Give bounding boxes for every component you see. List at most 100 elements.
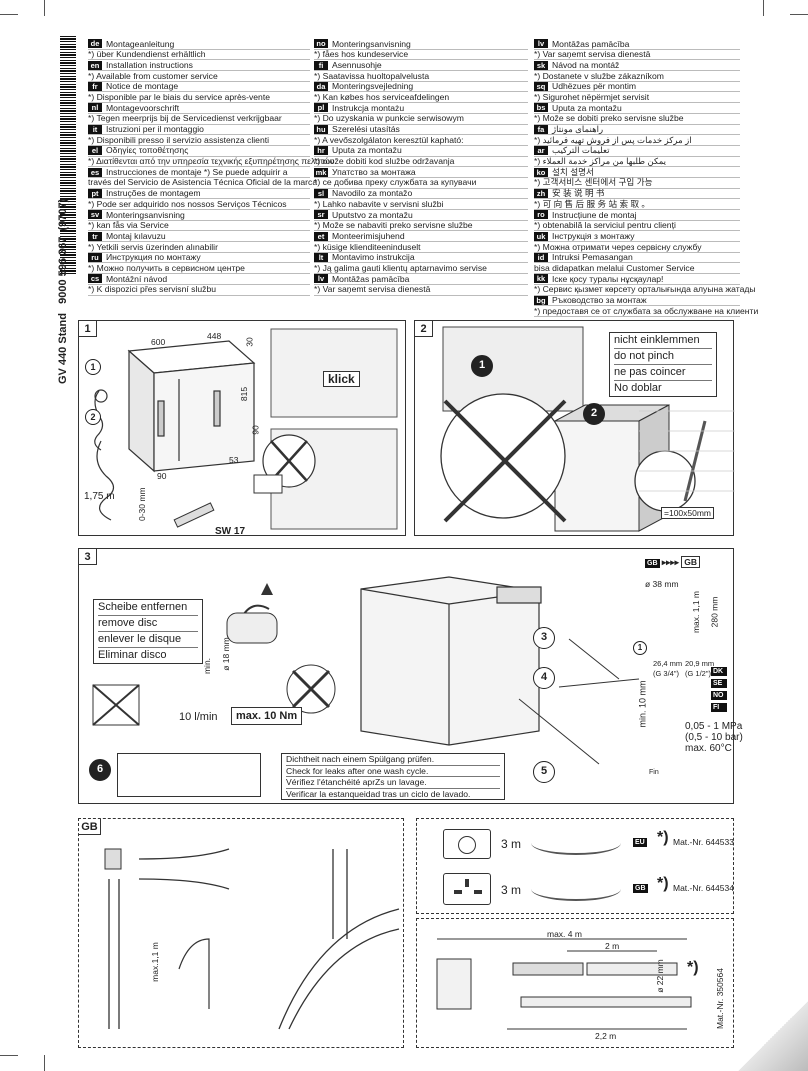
language-tag: ko — [534, 167, 548, 177]
disc-line: enlever le disque — [98, 632, 198, 648]
thread-1: 26,4 mm — [653, 659, 683, 668]
language-tag: kk — [534, 274, 548, 284]
availability-note: *) Available from customer service — [88, 71, 310, 82]
availability-note: *) može dobiti kod službe održavanja — [314, 156, 528, 168]
instruction-title: Asennusohje — [332, 59, 382, 70]
language-tag: sr — [314, 210, 328, 220]
pressure-bar: (0,5 - 10 bar) — [685, 732, 743, 743]
eu-flag: EU — [633, 838, 647, 847]
availability-note: *) Yetkili servis üzerinden alınabilir — [88, 242, 310, 253]
availability-note: *) Saatavissa huoltopalvelusta — [314, 71, 528, 82]
dim-top: 30 — [244, 337, 255, 347]
availability-note: *) Διατίθενται από την υπηρεσία τεχνικής… — [88, 156, 335, 168]
flag-no: NO — [711, 691, 727, 700]
figure-2-drawing — [440, 326, 735, 532]
language-tag: lv — [314, 274, 328, 284]
check-line: Check for leaks after one wash cycle. — [286, 766, 500, 777]
instruction-title: Navodilo za montažo — [332, 188, 413, 199]
instruction-title: 安 装 说 明 书 — [552, 188, 605, 199]
language-tag: fi — [314, 60, 328, 70]
disc-line: Scheibe entfernen — [98, 600, 198, 616]
instruction-title: Montagevoorschrift — [106, 102, 180, 113]
instruction-title: Упатство за монтажа — [332, 166, 416, 177]
availability-note: *) Može se nabaviti preko servisne služb… — [314, 220, 528, 232]
hose-diameter: ø 18 mm — [220, 637, 231, 671]
instruction-title: Uputstvo za montažu — [332, 209, 413, 220]
language-tag: ru — [88, 253, 102, 263]
availability-note: *) Može se dobiti preko servisne službe — [534, 113, 740, 125]
dim-depth: 448 — [207, 331, 222, 341]
crop-mark — [0, 14, 18, 15]
instruction-title: Οδηγίες τοποθέτησης — [106, 145, 189, 156]
language-title-row: mk Упатство за монтажа — [314, 167, 528, 178]
height-range: 0-30 mm — [137, 487, 147, 521]
availability-note: *) предоставя се от службата за обслужва… — [534, 305, 759, 317]
crop-mark — [44, 0, 45, 16]
gb-badge: GB ▸▸▸▸ GB — [645, 556, 701, 568]
instruction-title: Montāžas pamācība — [332, 273, 410, 284]
check-line: Vérifiez l'étanchéité aprZs un lavage. — [286, 777, 500, 789]
cable-length: 3 m — [501, 883, 522, 897]
drain-diameter: ø 38 mm — [645, 579, 679, 589]
min-label: min. — [202, 657, 213, 675]
check-line: Verificar la estanqueidad tras un ciclo … — [286, 788, 471, 799]
language-tag: mk — [314, 167, 328, 177]
language-tag: ro — [534, 210, 548, 220]
crop-mark — [763, 0, 764, 16]
dim-side: 90 — [250, 425, 261, 435]
instruction-title: Montageanleitung — [106, 38, 175, 49]
availability-note: *) 고객서비스 센터에서 구입 가능 — [534, 177, 740, 189]
instruction-title: Instrucțiune de montaj — [552, 209, 637, 220]
hose-coil-icon — [531, 831, 621, 855]
availability-note: *) Pode ser adquirido nos nossos Serviço… — [88, 199, 310, 210]
disc-line: Eliminar disco — [98, 649, 167, 661]
language-tag: sk — [534, 60, 548, 70]
language-tag: de — [88, 39, 102, 49]
document-code: GV 440 Stand 9000 596 367 (9707) — [57, 198, 69, 384]
material-number: Mat.-Nr. 644534 — [673, 883, 734, 893]
language-tag: da — [314, 82, 328, 92]
instruction-title: Ръководство за монтаж — [552, 295, 647, 305]
language-tag: uk — [534, 231, 548, 241]
language-tag: sv — [88, 210, 102, 220]
warning-line: nicht einklemmen — [614, 333, 712, 349]
language-tag: nl — [88, 103, 102, 113]
max-length: max. 4 m — [547, 929, 582, 939]
warning-line: No doblar — [614, 382, 662, 394]
figure-2-panel: 2 nicht einklemmen do not pinch ne pas c… — [414, 320, 735, 536]
instruction-title: Инструкция по монтажу — [106, 252, 201, 263]
klick-label: klick — [323, 371, 360, 387]
thread-g12: (G 1/2") — [685, 669, 712, 678]
drain-280: 280 mm — [709, 596, 720, 628]
language-tag: sq — [534, 82, 548, 92]
availability-note: *) يمكن طلبها من مراكز خدمة العملاء — [534, 156, 740, 168]
language-tag: es — [88, 167, 102, 177]
remove-disc-note: Scheibe entfernen remove disc enlever le… — [93, 599, 203, 664]
availability-note: *) Sigurohet nëpërmjet servisit — [534, 92, 740, 104]
availability-note: *) Lahko nabavite v servisni službi — [314, 199, 528, 210]
country-flags: DK SE NO FI — [711, 667, 727, 712]
crop-mark — [790, 14, 808, 15]
instruction-title: Monteringsanvisning — [106, 209, 185, 220]
warning-line: do not pinch — [614, 349, 712, 365]
availability-note: *) A vevőszolgálaton keresztül kapható: — [314, 135, 528, 146]
optional-marker: *) — [657, 829, 669, 846]
instruction-title: Návod na montáž — [552, 59, 620, 70]
eu-socket-icon — [443, 829, 491, 859]
availability-note: *) Kan købes hos serviceafdelingen — [314, 92, 528, 104]
language-tag: pt — [88, 188, 102, 198]
availability-note: *) Var saņemt servisa dienestā — [314, 284, 528, 296]
language-tag: ar — [534, 146, 548, 156]
instruction-title: تعليمات التركيب — [552, 145, 610, 156]
flag-dk: DK — [711, 667, 727, 676]
